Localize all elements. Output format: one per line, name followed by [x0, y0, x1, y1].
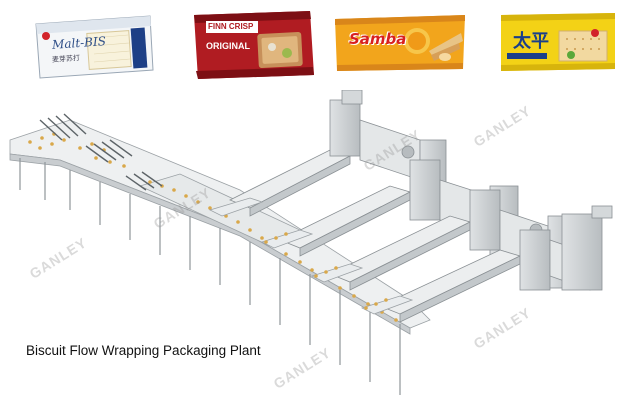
samba-brand-text: Samba — [349, 30, 407, 48]
finn-crisp-package: FINN CRISP ORIGINAL — [192, 9, 316, 81]
flow-wrapper-machine-4 — [378, 205, 613, 323]
maltbis-package-image — [35, 15, 154, 79]
samba-package: Samba — [333, 11, 467, 73]
dafa-package-image — [501, 13, 615, 71]
dafa-brand-text: 太平 — [513, 31, 549, 52]
plant-line-drawing — [9, 89, 613, 395]
samba-package-image — [335, 15, 465, 71]
maltbis-package: Malt-BIS 麦芽苏打 — [32, 14, 156, 80]
conveyor-legs — [19, 158, 401, 395]
image-caption: Biscuit Flow Wrapping Packaging Plant — [26, 343, 261, 358]
dafa-package: 太平 — [499, 11, 617, 73]
product-packages-row: Malt-BIS 麦芽苏打 FINN CRISP ORIGINAL Samb — [0, 0, 630, 90]
finn-crisp-package-image — [194, 11, 314, 79]
packaging-plant-illustration: GANLEY GANLEY GANLEY GANLEY GANLEY GANLE… — [0, 89, 630, 400]
finn-variant-text: ORIGINAL — [206, 41, 250, 51]
stacking-arms — [39, 113, 163, 191]
wrapped-packs — [264, 232, 388, 310]
finn-brand-text: FINN CRISP — [208, 22, 254, 31]
branch-feeders — [208, 197, 414, 315]
maltbis-subtitle-text: 麦芽苏打 — [51, 54, 81, 64]
